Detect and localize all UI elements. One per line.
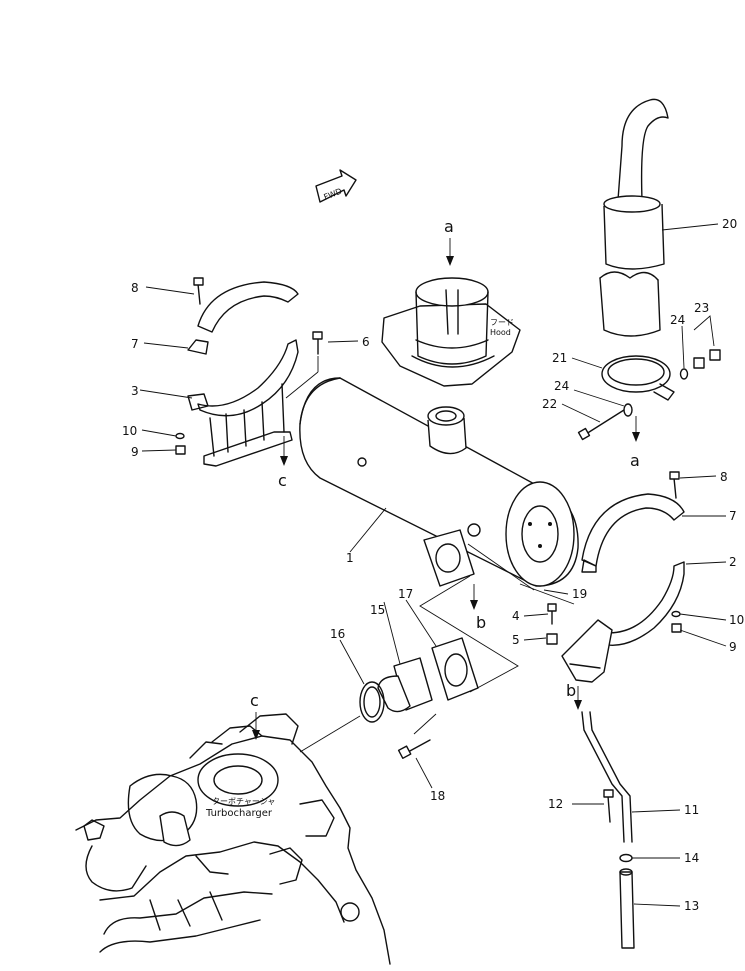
- view-letter-b-rod: b: [566, 681, 576, 700]
- turbo-label-jp: ターボチャージャ: [212, 797, 275, 806]
- fwd-arrow: FWD: [315, 169, 357, 203]
- callout-7-right: 7: [729, 509, 737, 523]
- view-letter-a-clamp: a: [630, 451, 640, 470]
- callout-17: 17: [398, 587, 413, 601]
- view-letter-b-muffler: b: [476, 613, 486, 632]
- callout-7-left: 7: [131, 337, 139, 351]
- callout-13: 13: [684, 899, 699, 913]
- callout-1: 1: [346, 551, 354, 565]
- callout-9-left: 9: [131, 445, 139, 459]
- callout-21: 21: [552, 351, 567, 365]
- hood-label: Hood: [490, 328, 511, 337]
- leader-lines: [139, 223, 727, 907]
- tailpipe: [599, 98, 669, 337]
- callout-3: 3: [131, 384, 139, 398]
- hood-part: [381, 277, 521, 387]
- callout-24-mid: 24: [554, 379, 569, 393]
- callout-5: 5: [512, 633, 520, 647]
- callout-14: 14: [684, 851, 699, 865]
- callout-23: 23: [694, 301, 709, 315]
- callout-2: 2: [729, 555, 737, 569]
- view-letter-a-top: a: [444, 217, 454, 236]
- callout-24-top: 24: [670, 313, 685, 327]
- callout-10-left: 10: [122, 424, 137, 438]
- engine-turbocharger: [75, 713, 391, 965]
- callout-22: 22: [542, 397, 557, 411]
- clamp: [577, 349, 721, 441]
- view-letter-c-engine: c: [250, 691, 259, 710]
- turbo-label: Turbocharger: [205, 808, 273, 819]
- muffler: [299, 377, 579, 587]
- callout-8-right: 8: [720, 470, 728, 484]
- callout-9-right: 9: [729, 640, 737, 654]
- callout-19: 19: [572, 587, 587, 601]
- callout-16: 16: [330, 627, 345, 641]
- callout-4: 4: [512, 609, 520, 623]
- pipe-connector: [359, 637, 479, 759]
- callout-11: 11: [684, 803, 699, 817]
- left-bracket: [175, 277, 323, 467]
- callout-8-left: 8: [131, 281, 139, 295]
- callout-numbers: 8 7 3 10 9 6 1 20 24 23 21 24 22 8 7 2 1…: [122, 217, 744, 913]
- callout-18: 18: [430, 789, 445, 803]
- callout-12: 12: [548, 797, 563, 811]
- stay-rod: [581, 711, 635, 949]
- callout-6: 6: [362, 335, 370, 349]
- view-letter-c-bracket: c: [278, 471, 287, 490]
- callout-15: 15: [370, 603, 385, 617]
- right-bracket: [546, 471, 685, 683]
- callout-10-right: 10: [729, 613, 744, 627]
- hood-label-jp: フード: [490, 318, 514, 327]
- callout-20: 20: [722, 217, 737, 231]
